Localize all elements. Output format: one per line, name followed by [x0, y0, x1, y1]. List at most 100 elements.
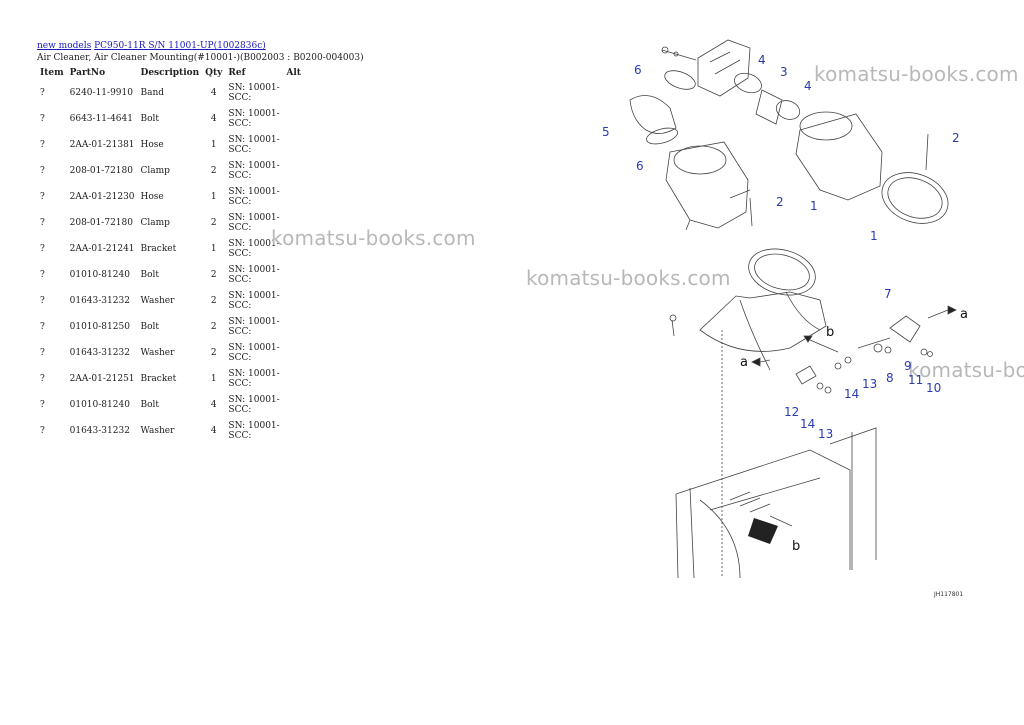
- breadcrumb: new models PC950-11R S/N 11001-UP(100283…: [37, 40, 266, 52]
- cell-ref: SN: 10001-SCC:: [228, 343, 280, 363]
- letter-a-left: a: [740, 355, 748, 370]
- cell-ref: SN: 10001-SCC:: [228, 161, 280, 181]
- cell-partno: 6240-11-9910: [69, 88, 133, 98]
- cell-alt: [283, 132, 304, 158]
- header-description: Description: [140, 68, 200, 78]
- cell-description: Bracket: [140, 244, 177, 254]
- cell-qty: 1: [210, 244, 217, 254]
- cell-partno: 2AA-01-21241: [69, 244, 135, 254]
- left-air-cleaner: [665, 141, 751, 231]
- callout-2: 2: [776, 195, 784, 209]
- callout-13: 13: [862, 377, 877, 391]
- watermark-2: komatsu-books.com: [271, 226, 476, 250]
- machine-frame: [675, 330, 877, 579]
- callout-14b: 14: [800, 417, 815, 431]
- cell-qty: 4: [210, 88, 217, 98]
- cell-description: Bolt: [140, 270, 160, 280]
- cell-description: Bolt: [140, 114, 160, 124]
- arrow-b-bottom: [748, 518, 778, 544]
- callout-6b: 6: [636, 159, 644, 173]
- cell-item: ?: [40, 296, 45, 306]
- cell-ref: SN: 10001-SCC:: [228, 187, 280, 207]
- table-row: ? 01643-31232 Washer 2 SN: 10001-SCC:: [37, 340, 304, 366]
- watermark-1: komatsu-books.com: [814, 62, 1019, 86]
- cell-ref: SN: 10001-SCC:: [228, 317, 280, 337]
- cell-description: Hose: [140, 140, 164, 150]
- cell-alt: [283, 392, 304, 418]
- callout-11: 11: [908, 373, 923, 387]
- cell-ref: SN: 10001-SCC:: [228, 83, 280, 103]
- cell-description: Washer: [140, 296, 175, 306]
- callout-14: 14: [844, 387, 859, 401]
- cell-description: Bolt: [140, 322, 160, 332]
- cell-item: ?: [40, 192, 45, 202]
- header-partno: PartNo: [69, 68, 106, 78]
- cell-qty: 2: [210, 218, 217, 228]
- breadcrumb-link-model[interactable]: PC950-11R S/N 11001-UP(1002836c): [94, 41, 266, 51]
- cell-ref: SN: 10001-SCC:: [228, 421, 280, 441]
- cell-qty: 2: [210, 322, 217, 332]
- table-header-row: Item PartNo Description Qty Ref Alt: [37, 66, 304, 80]
- header-alt: Alt: [286, 68, 301, 78]
- callout-12: 12: [784, 405, 799, 419]
- cell-partno: 6643-11-4641: [69, 114, 133, 124]
- cell-description: Clamp: [140, 166, 170, 176]
- cell-qty: 2: [210, 348, 217, 358]
- cell-partno: 2AA-01-21230: [69, 192, 135, 202]
- cell-description: Washer: [140, 348, 175, 358]
- cell-ref: SN: 10001-SCC:: [228, 239, 280, 259]
- callout-4b: 4: [804, 79, 812, 93]
- callout-1: 1: [810, 199, 818, 213]
- callout-10: 10: [926, 381, 941, 395]
- cell-qty: 2: [210, 166, 217, 176]
- callout-8: 8: [886, 371, 894, 385]
- cell-alt: [283, 106, 304, 132]
- cell-alt: [283, 340, 304, 366]
- cell-item: ?: [40, 244, 45, 254]
- cell-item: ?: [40, 374, 45, 384]
- cell-description: Bracket: [140, 374, 177, 384]
- callout-5: 5: [602, 125, 610, 139]
- cell-alt: [283, 262, 304, 288]
- arrow-a-left: [751, 357, 771, 367]
- cell-item: ?: [40, 322, 45, 332]
- cell-item: ?: [40, 218, 45, 228]
- cell-alt: [283, 288, 304, 314]
- cell-description: Band: [140, 88, 165, 98]
- right-air-cleaner: [795, 111, 949, 224]
- cell-partno: 01010-81250: [69, 322, 130, 332]
- cell-ref: SN: 10001-SCC:: [228, 265, 280, 285]
- exploded-parts-diagram: 1 1 2 2 3 4 4 5 6 6 7 8 9 10 11 12 13 13…: [602, 39, 968, 598]
- cell-item: ?: [40, 166, 45, 176]
- breadcrumb-link-new-models[interactable]: new models: [37, 41, 92, 51]
- table-row: ? 01010-81250 Bolt 2 SN: 10001-SCC:: [37, 314, 304, 340]
- cell-description: Clamp: [140, 218, 170, 228]
- bracket-12: [795, 356, 852, 394]
- cell-qty: 1: [210, 192, 217, 202]
- cell-partno: 208-01-72180: [69, 218, 133, 228]
- callout-4: 4: [758, 53, 766, 67]
- cell-item: ?: [40, 426, 45, 436]
- cell-qty: 2: [210, 270, 217, 280]
- cell-partno: 01643-31232: [69, 348, 130, 358]
- callout-1b: 1: [870, 229, 878, 243]
- cell-description: Washer: [140, 426, 175, 436]
- callout-13b: 13: [818, 427, 833, 441]
- cell-qty: 1: [210, 374, 217, 384]
- cell-qty: 4: [210, 114, 217, 124]
- page-title: Air Cleaner, Air Cleaner Mounting(#10001…: [37, 53, 364, 63]
- cell-partno: 2AA-01-21381: [69, 140, 135, 150]
- cell-ref: SN: 10001-SCC:: [228, 109, 280, 129]
- cell-item: ?: [40, 348, 45, 358]
- cell-qty: 4: [210, 426, 217, 436]
- cell-item: ?: [40, 140, 45, 150]
